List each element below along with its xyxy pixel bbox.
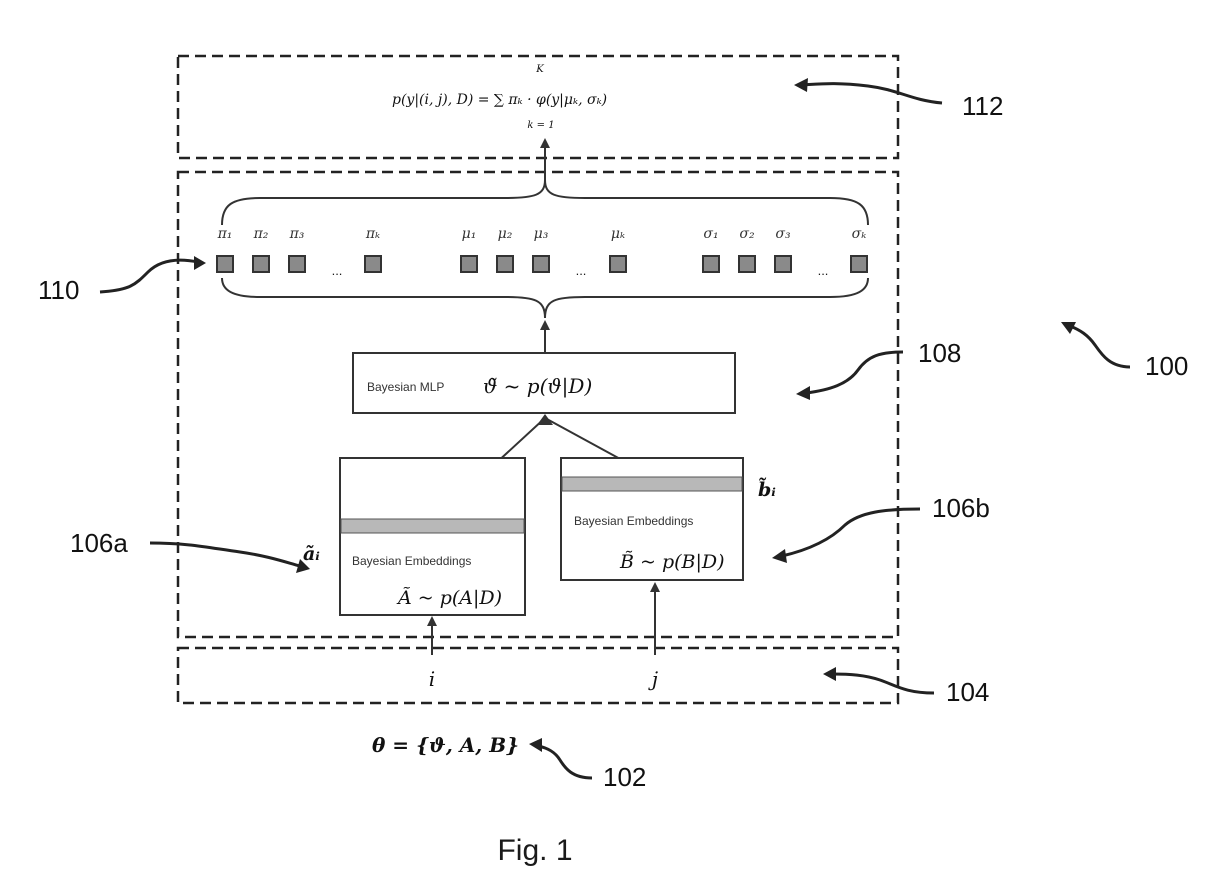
pi-2-label: π₂	[253, 226, 269, 242]
pi-k-label: πₖ	[365, 226, 380, 242]
pi-3-label: π₃	[289, 226, 305, 242]
leader-108	[806, 352, 903, 393]
embedding-b-formula: B̃ ~ p(B|D)	[619, 551, 725, 573]
pi-1-label: π₁	[217, 226, 233, 242]
leader-106a	[150, 543, 300, 566]
embedding-a-selected-row	[341, 519, 524, 533]
ref-108: 108	[918, 338, 961, 368]
ref-106b: 106b	[932, 493, 990, 523]
sigma-ellipsis: ...	[818, 263, 829, 278]
embedding-b-label: Bayesian Embeddings	[574, 514, 693, 528]
ref-104: 104	[946, 677, 989, 707]
arrowhead-112	[794, 78, 808, 92]
arrowhead-to-formula	[540, 138, 550, 148]
mu-3-node	[533, 256, 549, 272]
ref-112: 112	[962, 91, 1003, 121]
sum-upper-limit: K	[535, 64, 544, 75]
embedding-a-formula: Ã ~ p(A|D)	[396, 587, 502, 609]
leader-100	[1070, 326, 1130, 367]
embedding-a-label: Bayesian Embeddings	[352, 554, 471, 568]
arrowhead-106b	[772, 549, 787, 563]
pi-ellipsis: ...	[332, 263, 343, 278]
arrowhead-110	[194, 256, 206, 270]
mu-2-node	[497, 256, 513, 272]
mu-2-label: μ₂	[498, 226, 513, 242]
ref-110: 110	[38, 275, 79, 305]
input-region	[178, 648, 898, 703]
ref-106a: 106a	[70, 528, 128, 558]
theta-formula: θ = {ϑ, A, B}	[372, 733, 519, 757]
leader-106b	[782, 509, 920, 556]
bottom-brace	[222, 278, 868, 318]
input-j-label: j	[648, 667, 658, 691]
mu-k-node	[610, 256, 626, 272]
leader-112	[800, 84, 942, 103]
pi-1-node	[217, 256, 233, 272]
sum-lower-limit: k = 1	[527, 120, 554, 131]
arrowhead-108	[796, 386, 810, 400]
ref-102: 102	[603, 762, 646, 792]
bayesian-mlp-formula: ϑ̃ ~ p(ϑ|D)	[483, 374, 592, 399]
arrowhead-102	[529, 738, 542, 752]
mu-ellipsis: ...	[576, 263, 587, 278]
sigma-1-label: σ₁	[703, 226, 718, 242]
mu-1-node	[461, 256, 477, 272]
pi-3-node	[289, 256, 305, 272]
embedding-b-selected-row	[562, 477, 742, 491]
sigma-1-node	[703, 256, 719, 272]
sigma-2-label: σ₂	[739, 226, 755, 242]
mixture-formula: p(y|(i, j), D) = ∑ πₖ · φ(y|μₖ, σₖ)	[392, 92, 607, 108]
leader-104	[832, 674, 934, 693]
sigma-3-node	[775, 256, 791, 272]
leader-102	[538, 746, 592, 778]
figure-caption: Fig. 1	[497, 834, 572, 867]
sigma-k-node	[851, 256, 867, 272]
mu-3-label: μ₃	[534, 226, 549, 242]
sigma-2-node	[739, 256, 755, 272]
top-brace	[222, 180, 868, 225]
arrowhead-mlp-to-params	[540, 320, 550, 330]
embedding-a-row-label: ãᵢ	[303, 543, 320, 565]
arrowhead-104	[823, 667, 836, 681]
sigma-3-label: σ₃	[775, 226, 791, 242]
input-i-label: i	[429, 667, 435, 691]
leader-110	[100, 260, 198, 292]
mu-k-label: μₖ	[611, 226, 625, 242]
pi-2-node	[253, 256, 269, 272]
mu-1-label: μ₁	[462, 226, 477, 242]
sigma-k-label: σₖ	[852, 226, 867, 242]
arrowhead-to-mlp	[537, 414, 553, 425]
bayesian-mlp-label: Bayesian MLP	[367, 380, 444, 394]
embedding-b-row-label: b̃ᵢ	[758, 478, 776, 501]
ref-100: 100	[1145, 351, 1188, 381]
arrowhead-input-i	[427, 616, 437, 626]
pi-k-node	[365, 256, 381, 272]
arrowhead-input-j	[650, 582, 660, 592]
